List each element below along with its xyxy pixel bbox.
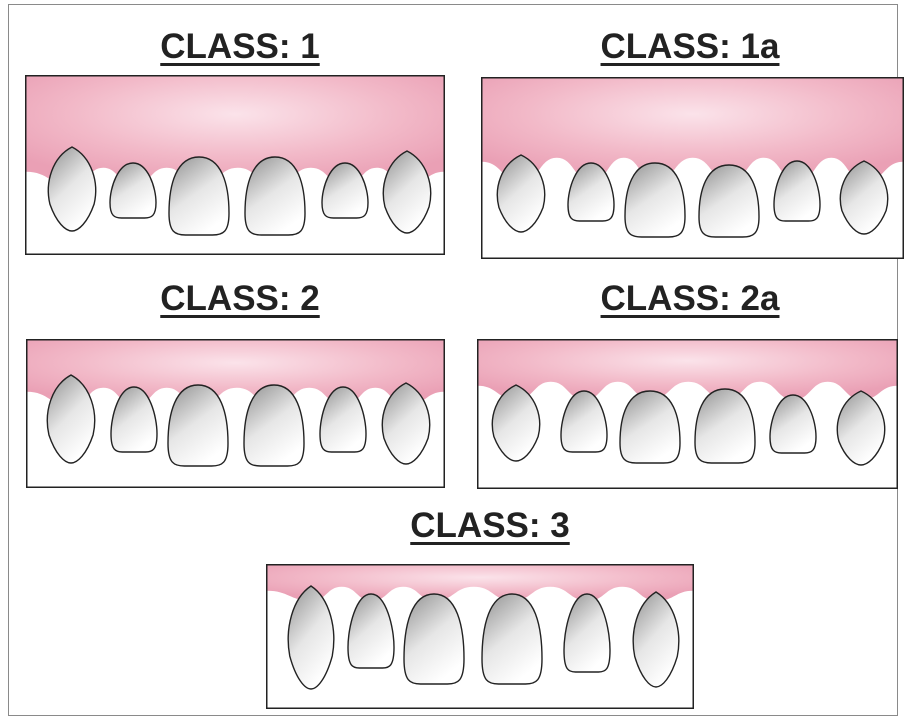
left-lateral-incisor-tooth xyxy=(319,386,367,453)
right-canine-tooth xyxy=(287,585,335,690)
panel-outline xyxy=(25,75,445,255)
class-1-panel xyxy=(25,75,445,255)
class-3-panel xyxy=(266,564,694,709)
class-2a-panel xyxy=(477,339,898,489)
left-lateral-incisor-tooth xyxy=(773,160,821,222)
left-canine-tooth xyxy=(382,150,432,234)
left-central-incisor-tooth xyxy=(244,156,306,236)
class-2a-title: CLASS: 2a xyxy=(600,279,780,318)
left-canine-tooth xyxy=(839,160,889,235)
right-canine-tooth xyxy=(47,146,97,232)
left-canine-tooth xyxy=(381,382,431,465)
class-1a-title: CLASS: 1a xyxy=(600,27,780,66)
right-central-incisor-tooth xyxy=(624,162,686,238)
class-1-title: CLASS: 1 xyxy=(160,27,320,66)
left-lateral-incisor-tooth xyxy=(769,394,817,454)
right-central-incisor-tooth xyxy=(167,384,229,467)
right-canine-tooth xyxy=(46,374,96,464)
right-lateral-incisor-tooth xyxy=(109,162,157,219)
class-2-panel xyxy=(26,339,445,488)
right-central-incisor-tooth xyxy=(403,593,465,685)
panel-outline xyxy=(266,564,694,709)
left-central-incisor-tooth xyxy=(694,388,756,464)
left-central-incisor-tooth xyxy=(243,384,305,467)
panel-outline xyxy=(26,339,445,488)
class-3-title: CLASS: 3 xyxy=(410,506,570,545)
right-central-incisor-tooth xyxy=(619,390,681,464)
right-lateral-incisor-tooth xyxy=(560,390,608,453)
gum-tissue xyxy=(25,75,445,186)
left-lateral-incisor-tooth xyxy=(321,162,369,219)
panel-border xyxy=(266,564,694,709)
panel-outline xyxy=(481,77,904,259)
left-canine-tooth xyxy=(836,390,886,466)
left-central-incisor-tooth xyxy=(698,164,760,238)
right-central-incisor-tooth xyxy=(168,156,230,236)
panel-outline xyxy=(477,339,898,489)
class-2-title: CLASS: 2 xyxy=(160,279,320,318)
gum-tissue xyxy=(266,564,694,601)
left-lateral-incisor-tooth xyxy=(563,593,611,673)
left-central-incisor-tooth xyxy=(481,593,543,685)
right-canine-tooth xyxy=(496,154,546,233)
right-canine-tooth xyxy=(491,384,541,462)
class-1a-panel xyxy=(481,77,904,259)
right-lateral-incisor-tooth xyxy=(567,162,615,222)
right-lateral-incisor-tooth xyxy=(347,593,395,669)
gum-tissue xyxy=(481,77,904,182)
left-canine-tooth xyxy=(632,591,680,688)
gum-tissue xyxy=(477,339,898,400)
right-lateral-incisor-tooth xyxy=(110,386,158,453)
